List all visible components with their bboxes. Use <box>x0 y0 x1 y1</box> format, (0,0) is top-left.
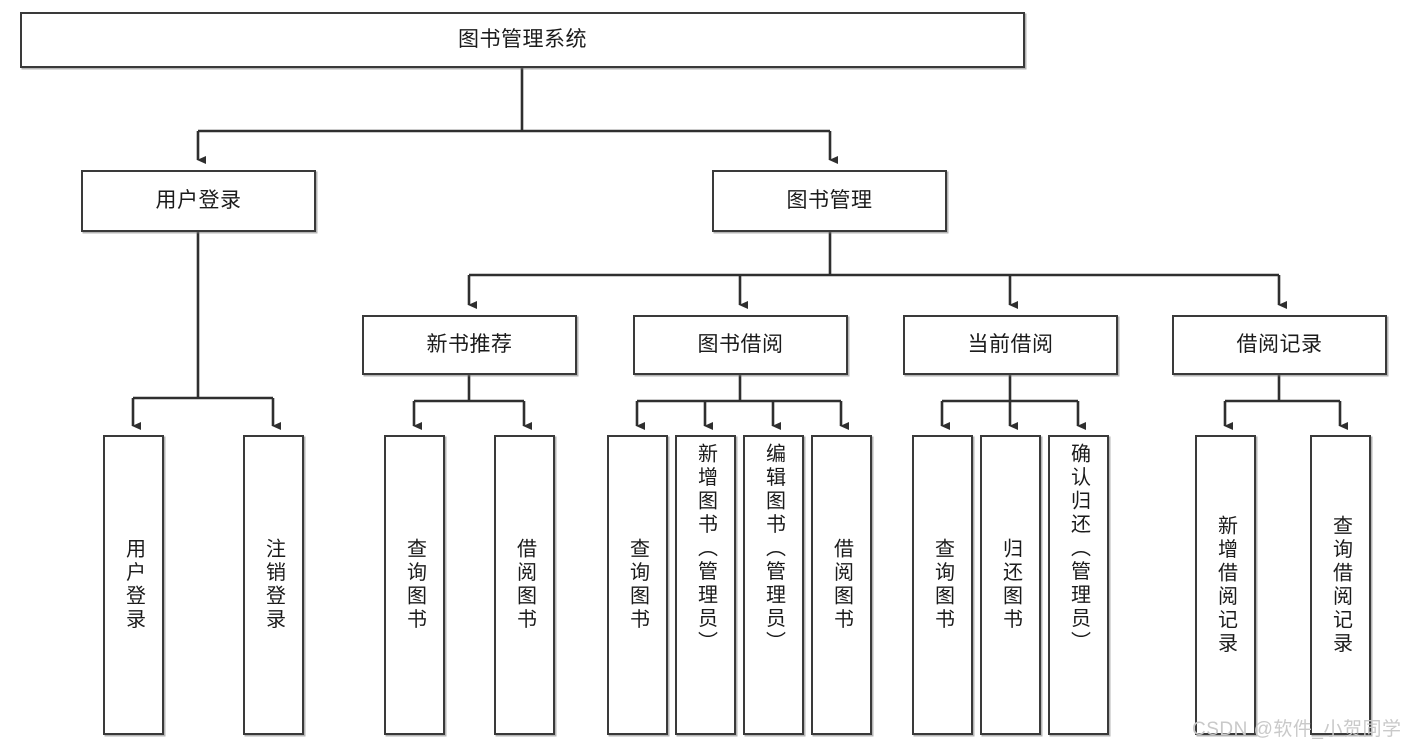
node-leaf-query-book-3[interactable]: 查询图书 <box>912 435 973 735</box>
node-new-book-recommend[interactable]: 新书推荐 <box>362 315 577 375</box>
node-label: 编辑图书（管理员） <box>762 443 785 655</box>
node-leaf-return-book[interactable]: 归还图书 <box>980 435 1041 735</box>
node-label: 借阅图书 <box>830 538 853 632</box>
node-leaf-query-record[interactable]: 查询借阅记录 <box>1310 435 1371 735</box>
node-label: 借阅记录 <box>1236 332 1323 356</box>
node-label: 新增借阅记录 <box>1214 514 1237 656</box>
node-leaf-query-book-2[interactable]: 查询图书 <box>607 435 668 735</box>
node-leaf-edit-book[interactable]: 编辑图书（管理员） <box>743 435 804 735</box>
node-leaf-borrow-book-2[interactable]: 借阅图书 <box>811 435 872 735</box>
node-label: 查询借阅记录 <box>1329 514 1352 656</box>
node-leaf-add-book[interactable]: 新增图书（管理员） <box>675 435 736 735</box>
node-current-borrow[interactable]: 当前借阅 <box>903 315 1118 375</box>
csdn-watermark: CSDN @软件_小贺同学 <box>1192 719 1402 740</box>
node-label: 确认归还（管理员） <box>1067 443 1090 655</box>
node-borrow-record[interactable]: 借阅记录 <box>1172 315 1387 375</box>
node-book-management-system[interactable]: 图书管理系统 <box>20 12 1025 68</box>
node-leaf-logout-login[interactable]: 注销登录 <box>243 435 304 735</box>
node-label: 查询图书 <box>403 538 426 632</box>
node-label: 图书借阅 <box>697 332 784 356</box>
node-label: 图书管理系统 <box>458 27 587 51</box>
node-user-login[interactable]: 用户登录 <box>81 170 316 232</box>
node-book-borrow[interactable]: 图书借阅 <box>633 315 848 375</box>
node-leaf-add-record[interactable]: 新增借阅记录 <box>1195 435 1256 735</box>
node-label: 查询图书 <box>931 538 954 632</box>
node-label: 新书推荐 <box>426 332 513 356</box>
node-leaf-query-book-1[interactable]: 查询图书 <box>384 435 445 735</box>
node-label: 查询图书 <box>626 538 649 632</box>
node-label: 注销登录 <box>262 538 285 632</box>
node-label: 归还图书 <box>999 538 1022 632</box>
node-leaf-confirm-return[interactable]: 确认归还（管理员） <box>1048 435 1109 735</box>
node-leaf-user-login[interactable]: 用户登录 <box>103 435 164 735</box>
node-book-management[interactable]: 图书管理 <box>712 170 947 232</box>
node-label: 用户登录 <box>122 538 145 632</box>
node-leaf-borrow-book-1[interactable]: 借阅图书 <box>494 435 555 735</box>
node-label: 图书管理 <box>786 188 873 212</box>
node-label: 用户登录 <box>155 188 242 212</box>
node-label: 新增图书（管理员） <box>694 443 717 655</box>
node-label: 借阅图书 <box>513 538 536 632</box>
node-label: 当前借阅 <box>967 332 1054 356</box>
